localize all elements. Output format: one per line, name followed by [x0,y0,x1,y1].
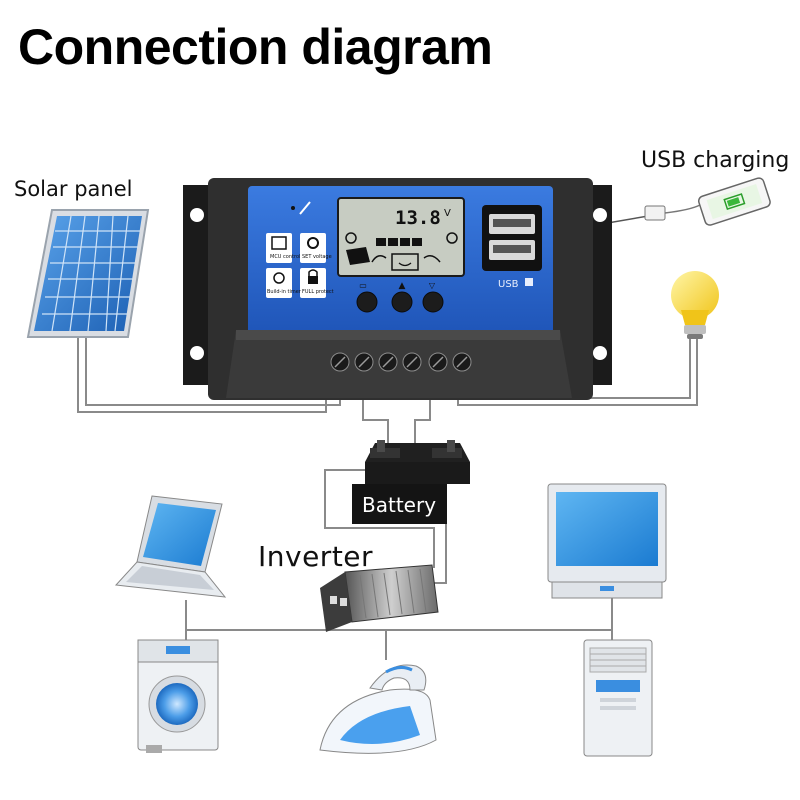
up-button[interactable] [391,291,413,313]
inverter-wire-pos [324,469,435,568]
lcd-bulb-icon [446,232,458,244]
menu-button[interactable] [356,291,378,313]
btn-label-full: FULL protect [302,289,334,295]
battery-wire-pos [362,398,389,445]
solar-panel-icon [26,209,150,338]
wires [77,213,698,660]
down-button[interactable] [422,291,444,313]
up-glyph: ▲ [399,281,406,291]
usb-charging-label: USB charging [641,148,790,173]
battery-icon: Battery [352,440,470,524]
btn-label-set: SET voltage [302,254,332,260]
lcd-battery-bars [376,238,422,246]
full-protect-icon [300,268,326,298]
usb-phone-icon [644,177,771,226]
menu-glyph: ▭ [359,281,367,290]
air-conditioner-icon [583,639,653,757]
monitor-icon [547,483,667,599]
control-buttons[interactable]: ▭ ▲ ▽ [356,281,444,313]
lcd-arrow-right [423,255,441,263]
lcd-display: 13.8 V [337,197,465,277]
btn-label-mcu: MCU control [270,254,300,260]
inverter-label: Inverter [258,540,374,573]
function-icons: MCU control SET voltage Build-in timer F… [266,233,334,298]
inverter-icon [320,564,439,632]
page-title: Connection diagram [18,19,493,75]
timer-icon [266,268,292,298]
lcd-unit: V [444,208,451,219]
set-voltage-icon [300,233,326,263]
solar-panel-label: Solar panel [14,177,133,201]
iron-icon [319,664,437,754]
battery-wire-neg [414,398,431,445]
laptop-icon [114,495,227,598]
usb-port-label: USB [498,279,519,290]
usb-port: USB [482,205,542,290]
terminal-block [330,352,472,372]
solar-wire-neg [85,332,341,406]
lcd-sun-icon [345,232,357,244]
lcd-battery-icon [391,253,419,271]
lcd-arrow-left [371,255,387,263]
lcd-panel-icon [346,247,370,265]
btn-label-timer: Build-in timer [267,289,302,295]
lcd-voltage: 13.8 [395,207,441,229]
washing-machine-icon [137,639,219,753]
load-wire-pos [457,338,698,406]
battery-label: Battery [362,493,436,517]
mcu-control-icon [266,233,292,263]
down-glyph: ▽ [429,281,436,290]
light-bulb-icon [671,271,719,339]
status-indicator [291,201,311,215]
